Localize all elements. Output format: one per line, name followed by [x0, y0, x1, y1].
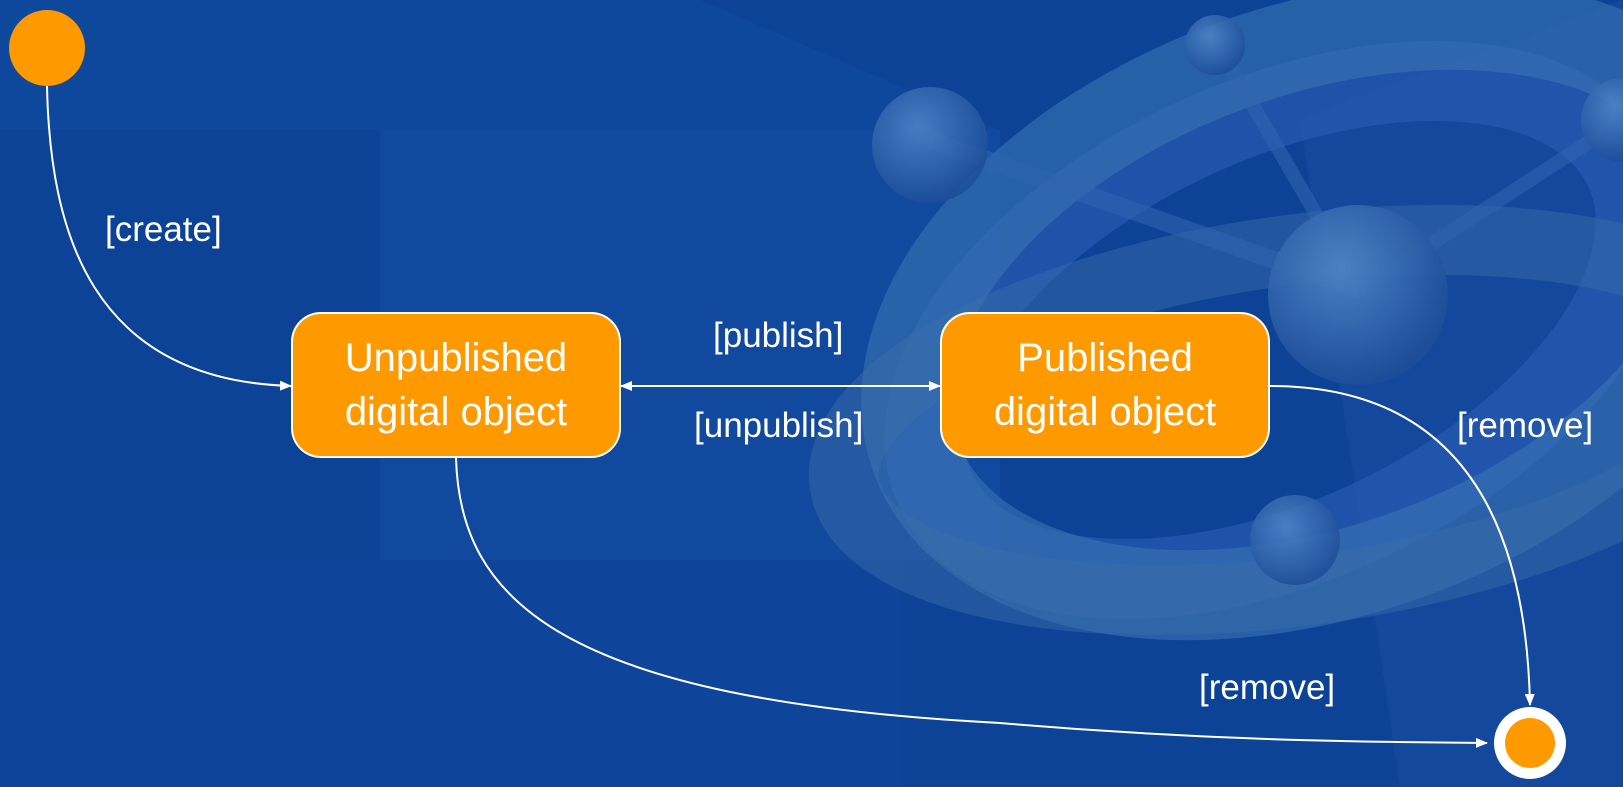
- state-published-line-1: Published: [1017, 336, 1193, 380]
- remove-published-transition: [1269, 385, 1535, 706]
- state-unpublished-line-2: digital object: [344, 390, 568, 434]
- remove-unpublished-transition: [455, 457, 1488, 748]
- initial-state-node: [9, 10, 85, 86]
- state-published-line-2: digital object: [993, 390, 1217, 434]
- unpublish-transition-label: [unpublish]: [694, 406, 864, 445]
- state-unpublished-digital-object: Unpublished digital object: [291, 312, 621, 458]
- create-transition-label: [create]: [105, 210, 222, 249]
- final-state-node: [1505, 718, 1555, 768]
- publish-transition-label: [publish]: [713, 316, 844, 355]
- create-transition: [46, 85, 292, 391]
- remove-published-transition-label: [remove]: [1457, 406, 1594, 445]
- state-unpublished-line-1: Unpublished: [344, 336, 568, 380]
- state-published-digital-object: Published digital object: [940, 312, 1270, 458]
- remove-unpublished-transition-label: [remove]: [1199, 668, 1336, 707]
